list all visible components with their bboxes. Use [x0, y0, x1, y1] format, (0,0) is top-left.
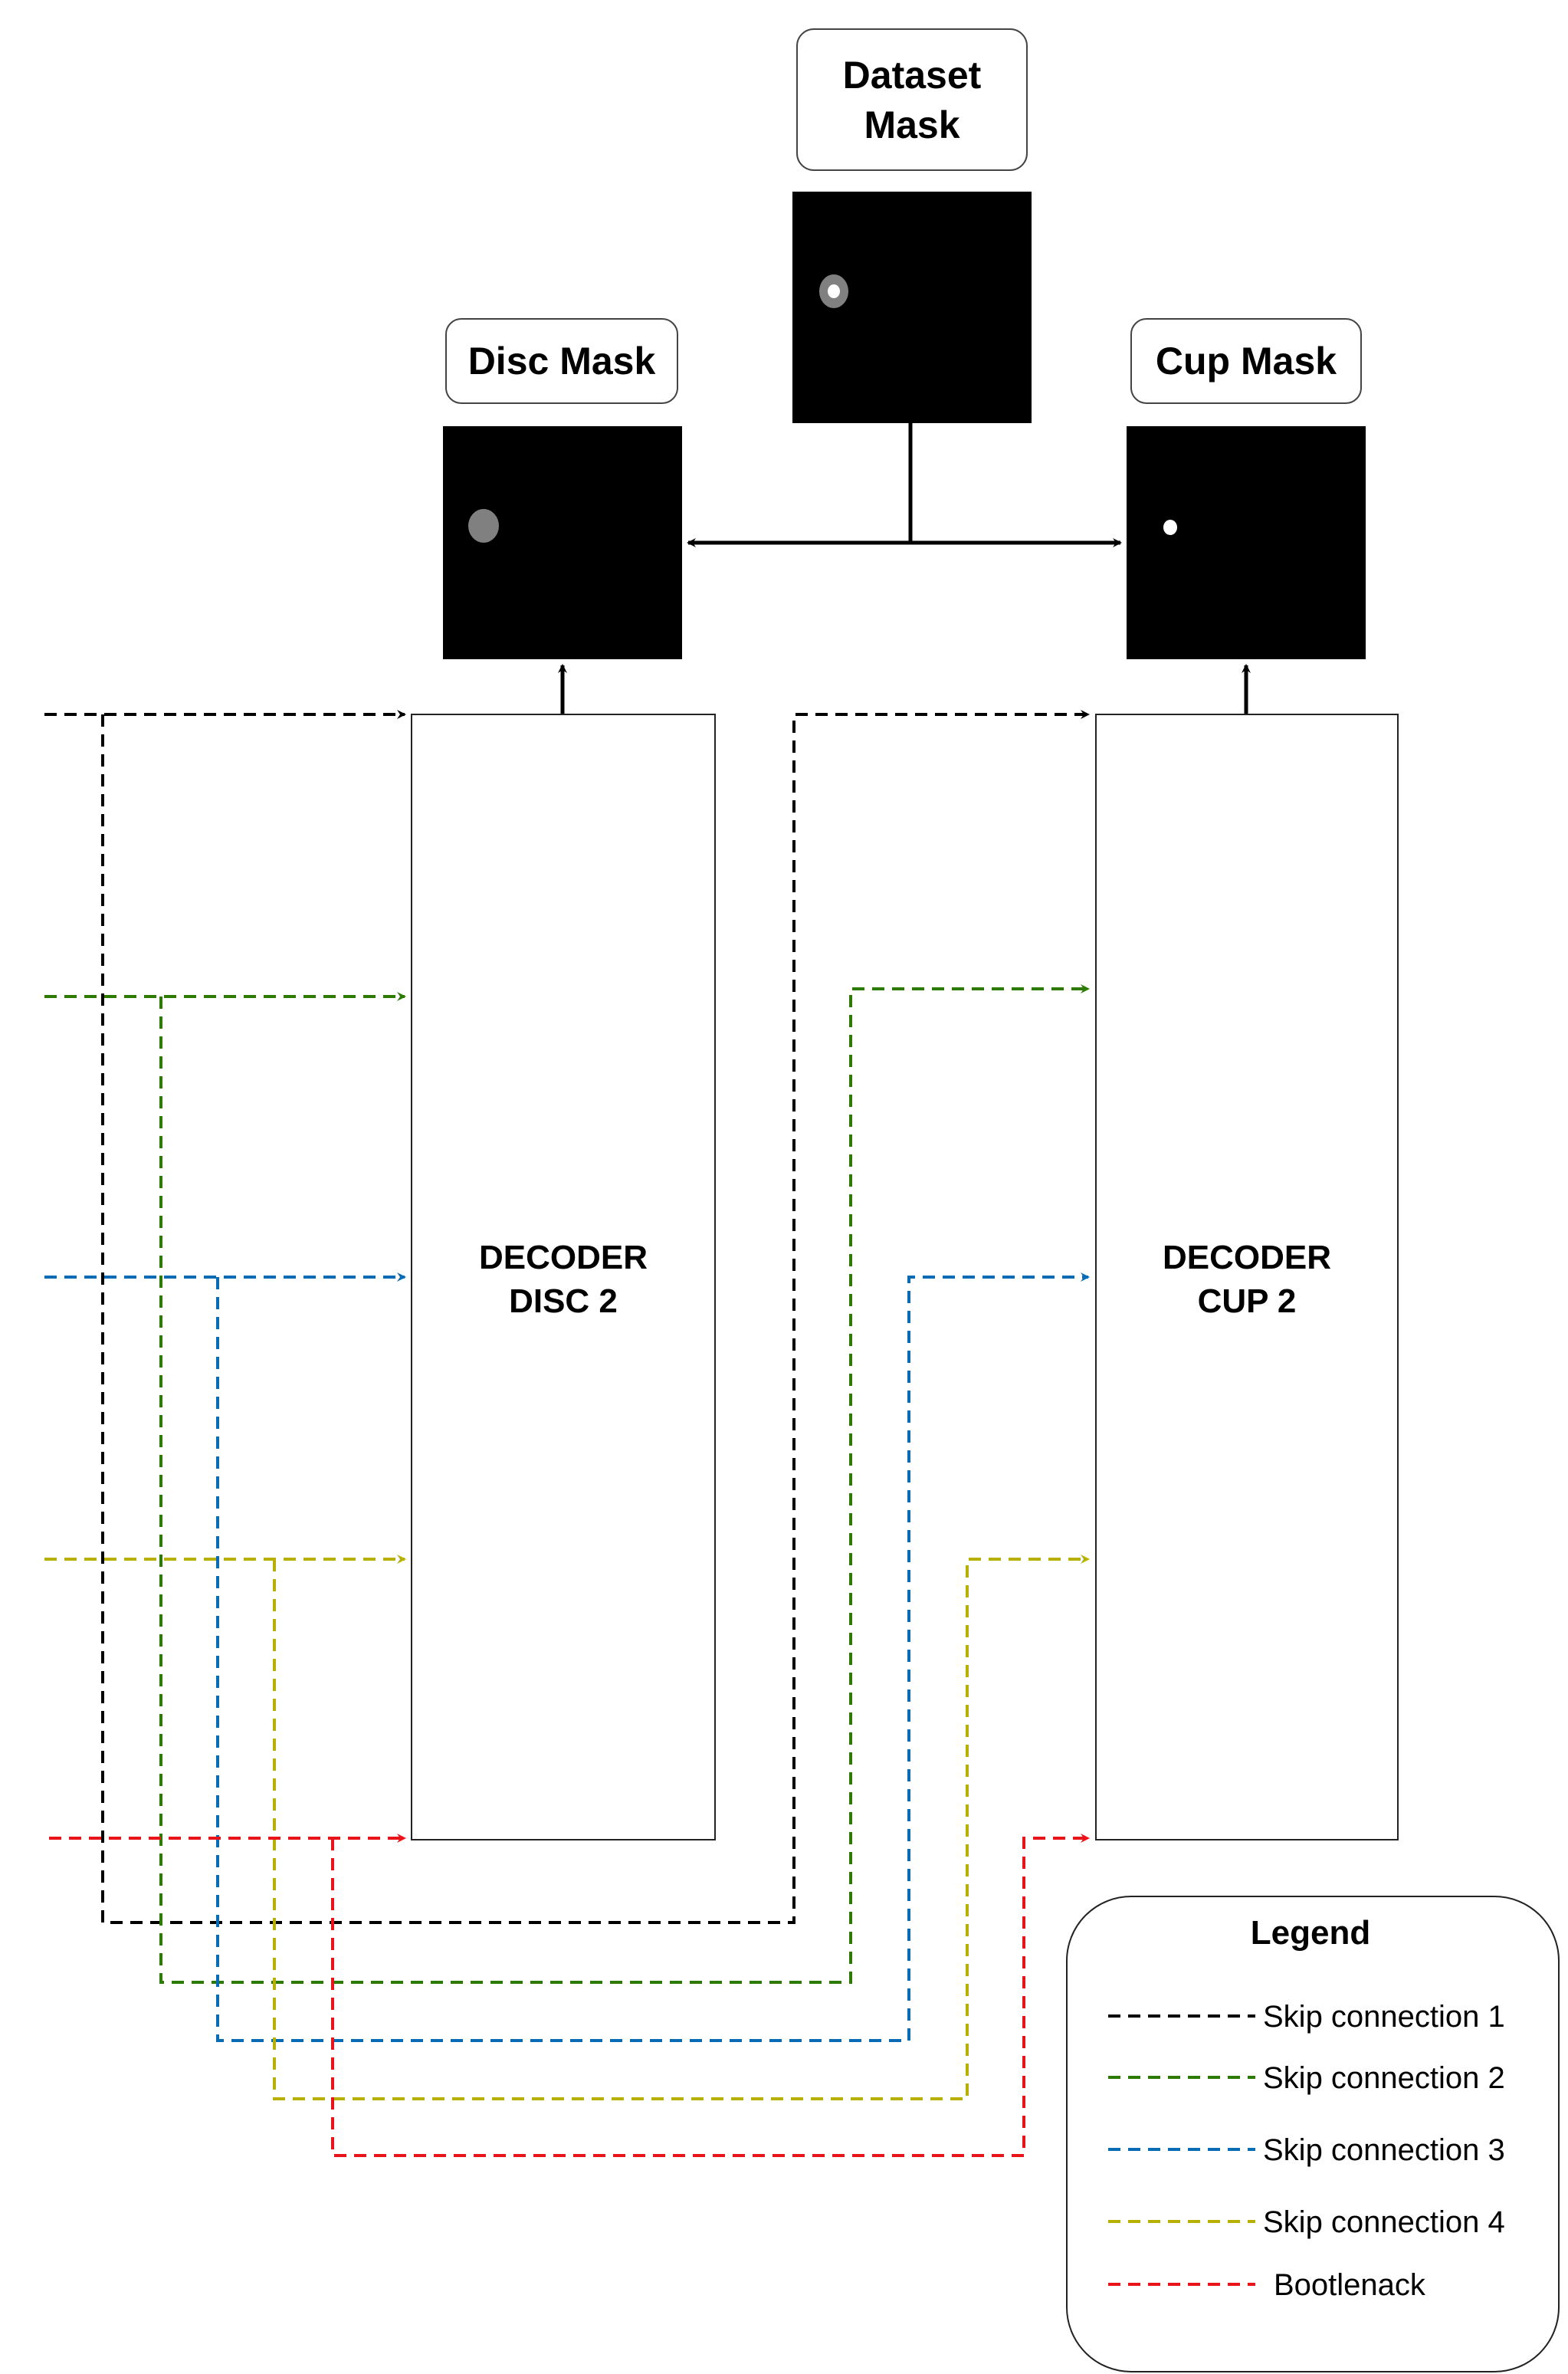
- legend-item-skip-2: Skip connection 2: [1108, 2061, 1505, 2095]
- disc-mask-label-box: Disc Mask: [445, 318, 678, 404]
- bottleneck-path: [49, 1834, 1090, 2157]
- skip-connection-1-path: [44, 710, 1090, 1924]
- decoder-cup-label-line2: CUP 2: [1198, 1282, 1297, 1320]
- legend-label: Skip connection 1: [1263, 2000, 1505, 2034]
- cup-mask-image: [1127, 426, 1366, 659]
- decoder-disc-label-line2: DISC 2: [509, 1282, 618, 1320]
- decoder-cup-label-line1: DECODER: [1163, 1239, 1331, 1276]
- legend-label: Bootlenack: [1274, 2268, 1426, 2302]
- legend-label: Skip connection 3: [1263, 2133, 1505, 2167]
- legend-item-skip-4: Skip connection 4: [1108, 2205, 1505, 2239]
- legend-item-skip-1: Skip connection 1: [1108, 2000, 1505, 2034]
- skip-connection-3-path: [44, 1272, 1090, 2042]
- decoder-disc-block: DECODER DISC 2: [411, 714, 716, 1840]
- legend-item-skip-3: Skip connection 3: [1108, 2133, 1505, 2167]
- decoder-disc-label-line1: DECODER: [479, 1239, 648, 1276]
- cup-mask-label-box: Cup Mask: [1130, 318, 1362, 404]
- cup-mask-title: Cup Mask: [1156, 340, 1337, 383]
- dataset-mask-image: [792, 192, 1032, 423]
- legend: Legend Skip connection 1 Skip connection…: [1066, 1896, 1560, 2372]
- dataset-to-masks-connector: [687, 423, 1122, 547]
- skip-connection-2-path: [44, 984, 1090, 1984]
- skip-connection-4-path: [44, 1555, 1090, 2100]
- legend-label: Skip connection 2: [1263, 2061, 1505, 2095]
- disc-mask-image: [443, 426, 682, 659]
- legend-title: Legend: [1251, 1914, 1370, 1952]
- dataset-mask-label-box: Dataset Mask: [796, 28, 1028, 171]
- legend-label: Skip connection 4: [1263, 2205, 1505, 2239]
- dataset-mask-title-line2: Mask: [864, 103, 959, 146]
- dataset-mask-title-line1: Dataset: [843, 54, 982, 97]
- disc-mask-title: Disc Mask: [468, 340, 656, 383]
- legend-item-bottleneck: Bootlenack: [1108, 2268, 1426, 2302]
- decoder-cup-block: DECODER CUP 2: [1095, 714, 1399, 1840]
